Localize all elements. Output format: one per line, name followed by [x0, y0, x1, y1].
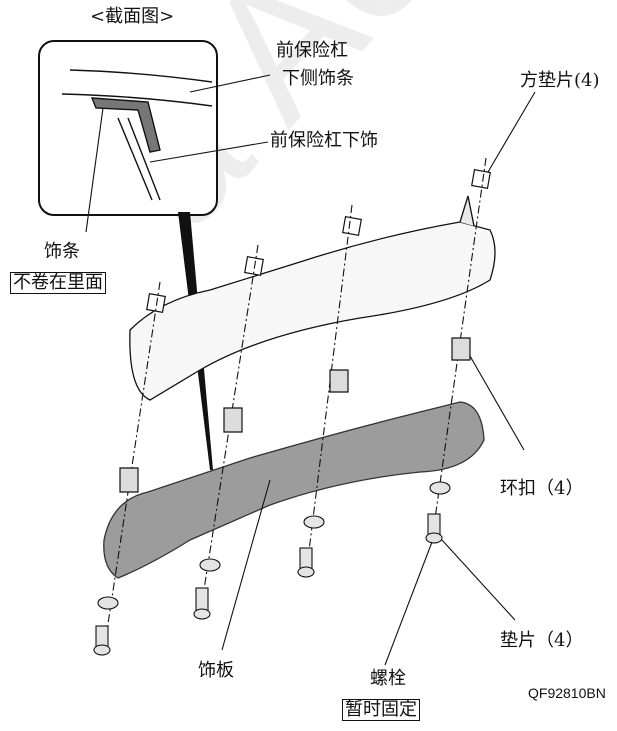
label-not-rolled-inside: 不卷在里面	[10, 272, 106, 294]
label-temporary-fix: 暂时固定	[342, 699, 420, 721]
inset-leaders	[85, 74, 271, 233]
label-clip: 环扣（4）	[500, 478, 584, 499]
label-bolt: 螺栓	[370, 668, 406, 689]
clips	[119, 337, 471, 493]
label-front-bumper-lower-trim-partial: 前保险杠下饰	[270, 130, 378, 151]
label-trim-strip: 饰条	[44, 241, 80, 262]
label-square-washer: 方垫片(4)	[520, 70, 600, 91]
callout-leaders	[221, 91, 536, 666]
section-view-inset	[38, 40, 218, 216]
section-view-label: <截面图>	[90, 6, 175, 27]
washers-and-bolts	[93, 481, 451, 656]
inset-section-drawing	[61, 69, 213, 201]
label-front-bumper-lower-trim-line1: 前保险杠	[276, 40, 348, 61]
figure-code: QF92810BN	[528, 685, 606, 701]
label-trim-panel: 饰板	[198, 660, 234, 681]
front-bumper-lower-trim	[129, 195, 496, 401]
label-front-bumper-lower-trim-line2: 下侧饰条	[282, 68, 354, 89]
label-washer: 垫片（4）	[500, 630, 584, 651]
trim-panel	[103, 401, 485, 579]
square-washers	[146, 169, 491, 313]
